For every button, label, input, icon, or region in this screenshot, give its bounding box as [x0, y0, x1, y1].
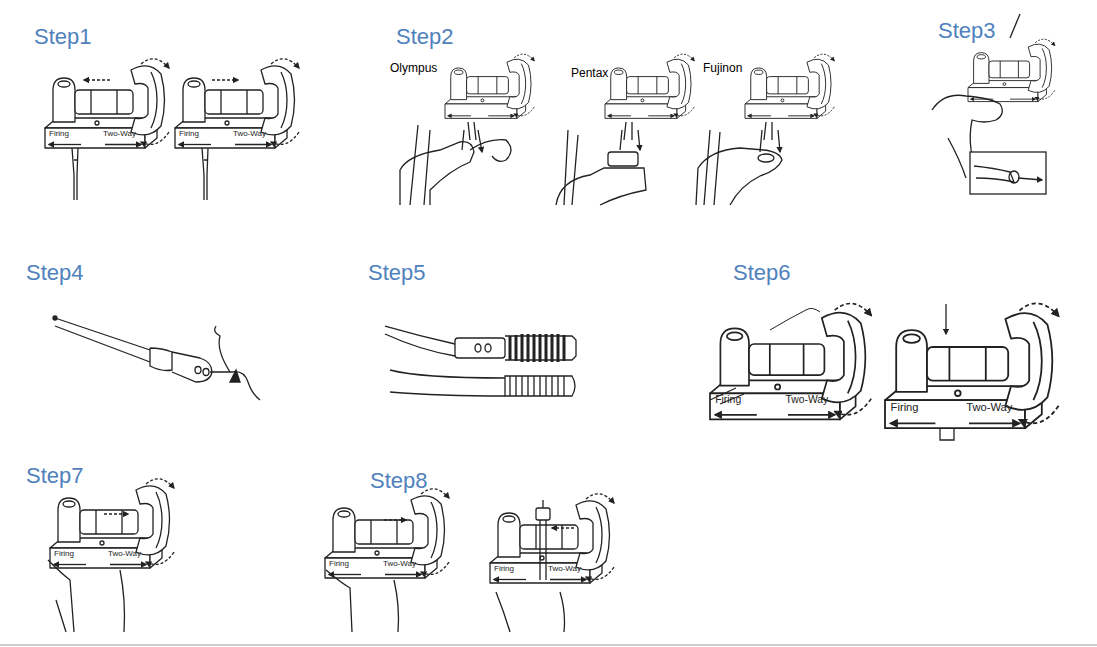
mode-label: Firing	[54, 550, 74, 558]
brand-label: Fujinon	[703, 62, 742, 74]
mode-label: Two-Way	[108, 550, 141, 558]
step-heading: Step4	[26, 262, 84, 284]
mode-label: Firing	[715, 395, 741, 405]
step-heading: Step1	[34, 26, 92, 48]
step-heading: Step2	[396, 26, 454, 48]
mode-label: Firing	[329, 560, 349, 568]
brand-label: Pentax	[571, 67, 608, 79]
mode-label: Two-Way	[103, 130, 136, 138]
step-heading: Step8	[370, 470, 428, 492]
step-heading: Step5	[368, 262, 426, 284]
mode-label: Two-Way	[966, 402, 1012, 413]
mode-label: Two-Way	[383, 560, 416, 568]
step-heading: Step7	[26, 465, 84, 487]
brand-label: Olympus	[390, 62, 437, 74]
mode-label: Two-Way	[548, 565, 581, 573]
mode-label: Two-Way	[233, 130, 266, 138]
step-heading: Step6	[733, 262, 791, 284]
mode-label: Firing	[494, 565, 514, 573]
mode-label: Firing	[891, 402, 919, 413]
step-heading: Step3	[938, 20, 996, 42]
mode-label: Firing	[49, 130, 69, 138]
mode-label: Two-Way	[785, 395, 828, 405]
mode-label: Firing	[179, 130, 199, 138]
